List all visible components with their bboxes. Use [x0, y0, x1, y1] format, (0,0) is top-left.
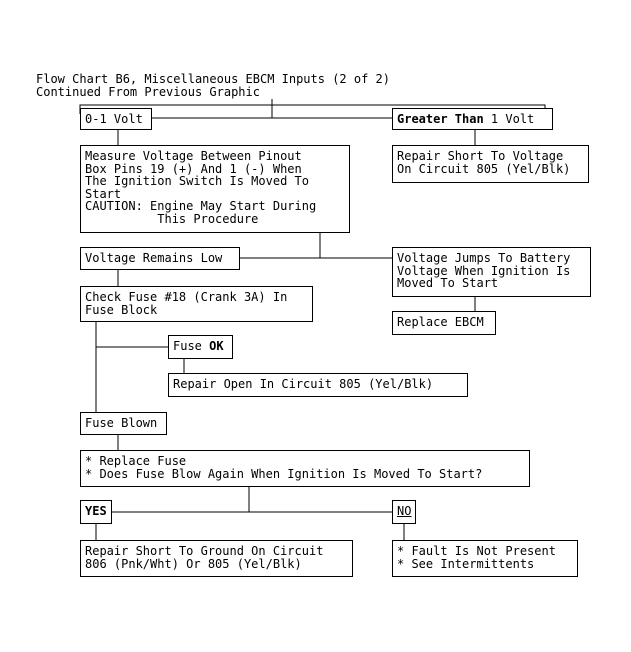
yes-label: YES	[85, 504, 107, 518]
box-replace-ebcm: Replace EBCM	[392, 311, 496, 335]
box-voltage-jumps: Voltage Jumps To Battery Voltage When Ig…	[392, 247, 591, 297]
fuse-ok-bold: OK	[209, 339, 224, 353]
box-0-1-volt-label: 0-1 Volt	[85, 112, 143, 126]
box-0-1-volt: 0-1 Volt	[80, 108, 152, 130]
greater-than-label: Greater Than	[397, 112, 484, 126]
box-replace-fuse-question: * Replace Fuse * Does Fuse Blow Again Wh…	[80, 450, 530, 487]
box-no: NO	[392, 500, 416, 524]
measure-voltage-text: Measure Voltage Between Pinout Box Pins …	[85, 149, 317, 226]
box-fuse-ok: Fuse OK	[168, 335, 233, 359]
fuse-blown-text: Fuse Blown	[85, 416, 158, 430]
repair-open-text: Repair Open In Circuit 805 (Yel/Blk)	[173, 377, 434, 391]
box-greater-than-1-volt: Greater Than 1 Volt	[392, 108, 553, 130]
box-repair-open-circuit: Repair Open In Circuit 805 (Yel/Blk)	[168, 373, 468, 397]
replace-ebcm-text: Replace EBCM	[397, 315, 484, 329]
box-yes: YES	[80, 500, 112, 524]
fuse-ok-plain: Fuse	[173, 339, 210, 353]
box-fault-not-present: * Fault Is Not Present * See Intermitten…	[392, 540, 578, 577]
replace-fuse-text: * Replace Fuse * Does Fuse Blow Again Wh…	[85, 454, 483, 481]
box-measure-voltage: Measure Voltage Between Pinout Box Pins …	[80, 145, 350, 233]
greater-than-rest: 1 Volt	[483, 112, 535, 126]
repair-short-ground-text: Repair Short To Ground On Circuit 806 (P…	[85, 544, 324, 571]
repair-short-voltage-text: Repair Short To Voltage On Circuit 805 (…	[397, 149, 571, 176]
fault-not-present-text: * Fault Is Not Present * See Intermitten…	[397, 544, 556, 571]
chart-title: Flow Chart B6, Miscellaneous EBCM Inputs…	[36, 73, 390, 99]
voltage-remains-low-text: Voltage Remains Low	[85, 251, 223, 265]
check-fuse-text: Check Fuse #18 (Crank 3A) In Fuse Block	[85, 290, 288, 317]
no-label: NO	[397, 504, 412, 518]
title-line-2: Continued From Previous Graphic	[36, 85, 260, 99]
box-check-fuse: Check Fuse #18 (Crank 3A) In Fuse Block	[80, 286, 313, 322]
box-repair-short-to-voltage: Repair Short To Voltage On Circuit 805 (…	[392, 145, 589, 183]
title-line-1: Flow Chart B6, Miscellaneous EBCM Inputs…	[36, 72, 391, 86]
box-voltage-remains-low: Voltage Remains Low	[80, 247, 240, 270]
voltage-jumps-text: Voltage Jumps To Battery Voltage When Ig…	[397, 251, 571, 291]
box-repair-short-to-ground: Repair Short To Ground On Circuit 806 (P…	[80, 540, 353, 577]
box-fuse-blown: Fuse Blown	[80, 412, 167, 435]
